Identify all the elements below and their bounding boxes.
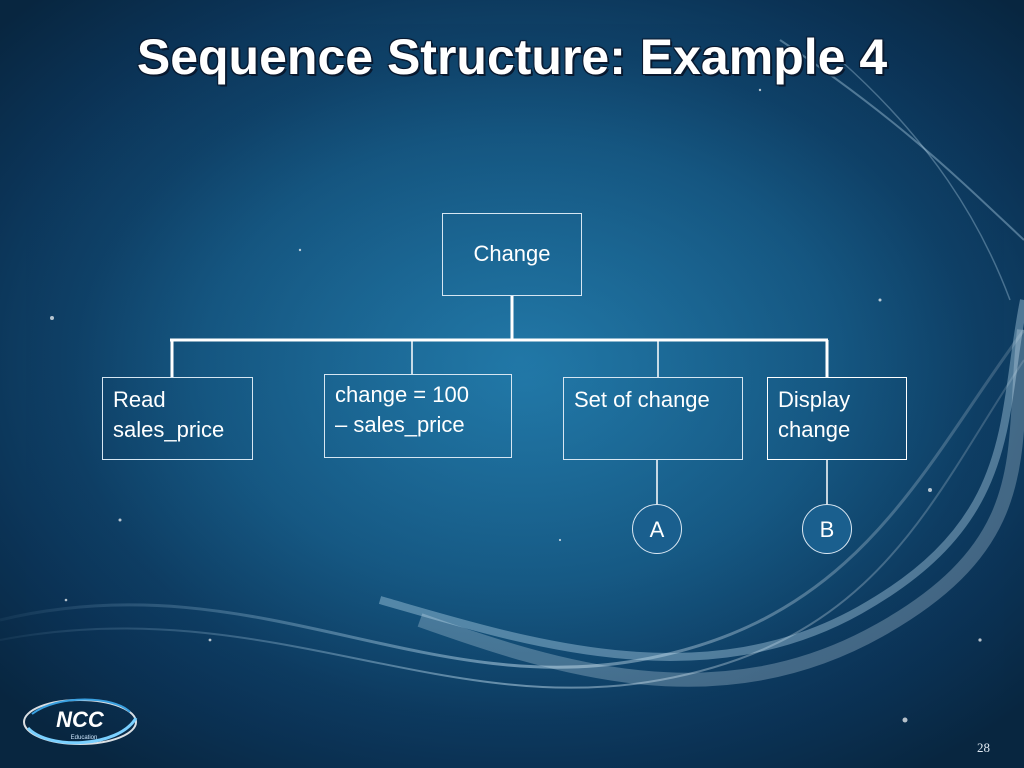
page-number: 28 <box>977 740 990 755</box>
root-node-change: Change <box>442 213 582 296</box>
child-node-set-of-change: Set of change <box>563 377 743 460</box>
child-node-display-change: Display change <box>767 377 907 460</box>
child-node-label-line1: change = 100 <box>335 382 469 407</box>
connector-circle-b: B <box>802 504 852 554</box>
child-node-label-line1: Read <box>113 387 166 412</box>
child-node-label-line1: Set of change <box>574 387 710 412</box>
child-node-label-line2: change <box>778 417 851 442</box>
connector-circle-a: A <box>632 504 682 554</box>
child-node-label-line2: sales_price <box>113 417 225 442</box>
ncc-logo: NCC Education <box>23 698 138 745</box>
root-node-label: Change <box>473 241 551 266</box>
slide-panel <box>26 24 1004 740</box>
child-node-compute-change: change = 100 – sales_price <box>324 374 512 458</box>
svg-text:Education: Education <box>71 735 98 741</box>
child-node-label-line2: – sales_price <box>335 412 465 437</box>
child-node-label-line1: Display <box>778 387 851 412</box>
child-node-read-sales-price: Read sales_price <box>102 377 253 460</box>
svg-text:NCC: NCC <box>56 707 105 732</box>
slide-title: Sequence Structure: Example 4 <box>136 29 888 85</box>
